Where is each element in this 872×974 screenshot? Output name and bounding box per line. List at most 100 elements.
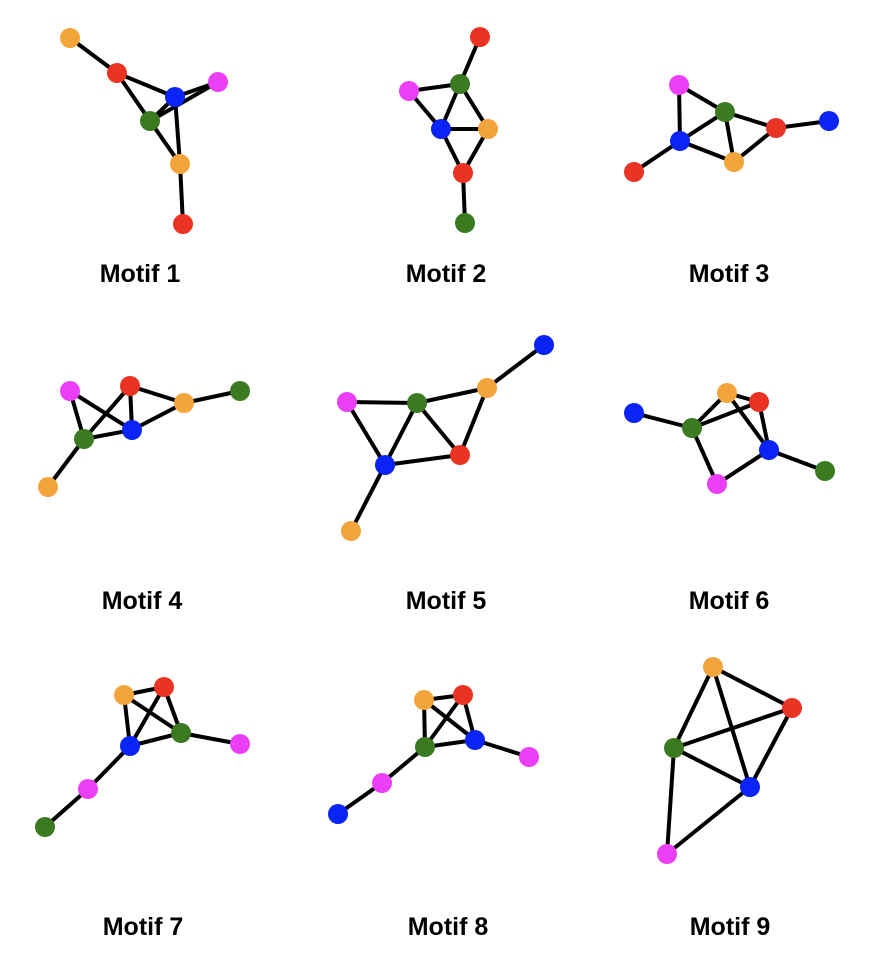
motif-5-node-1-blue <box>534 335 554 355</box>
motif-2-node-5-orange <box>478 119 498 139</box>
motif-1-nodes <box>60 28 228 234</box>
motif-9-label: Motif 9 <box>690 913 771 941</box>
motif-6-edge-3 <box>725 391 771 452</box>
motif-2-nodes <box>399 27 498 233</box>
motif-1-edge-9 <box>178 162 185 226</box>
motif-2-node-1-red <box>470 27 490 47</box>
motif-4-node-6-blue <box>122 420 142 440</box>
motif-8-label: Motif 8 <box>408 913 489 941</box>
motif-4-node-4-green <box>230 381 250 401</box>
motif-5-edge-6 <box>383 401 419 467</box>
motif-5-node-6-blue <box>375 455 395 475</box>
motif-1-node-7-red <box>173 214 193 234</box>
motif-5-node-3-pink <box>337 392 357 412</box>
motif-7-node-7-green <box>35 817 55 837</box>
motif-9-edge-6 <box>672 746 752 789</box>
motif-5-label: Motif 5 <box>406 587 487 615</box>
motif-panel-9: Motif 9 <box>657 657 802 941</box>
motif-panel-4: Motif 4 <box>38 376 250 615</box>
motif-4-edge-2 <box>68 389 134 432</box>
motif-7-edges <box>43 685 242 829</box>
motif-5-edge-7 <box>415 401 462 457</box>
motif-5-edge-5 <box>345 400 387 467</box>
motif-8-node-6-pink <box>372 773 392 793</box>
motif-4-node-3-orange <box>174 393 194 413</box>
motif-1-edges <box>68 36 220 226</box>
motif-9-node-2-red <box>782 698 802 718</box>
motif-7-label: Motif 7 <box>103 913 184 941</box>
motif-panel-2: Motif 2 <box>399 27 498 288</box>
motif-8-node-5-pink <box>519 747 539 767</box>
motif-3-node-4-blue <box>819 111 839 131</box>
motif-9-edge-4 <box>672 706 794 750</box>
motif-6-edge-4 <box>690 400 761 430</box>
motif-4-node-1-pink <box>60 381 80 401</box>
motif-6-node-4-green <box>682 418 702 438</box>
motif-panel-8: Motif 8 <box>328 685 539 941</box>
motif-5-node-5-red <box>450 445 470 465</box>
motif-9-edge-1 <box>711 665 794 710</box>
motif-4-label: Motif 4 <box>102 587 183 615</box>
motif-8-node-3-green <box>415 737 435 757</box>
motif-5-edge-2 <box>415 386 489 405</box>
motif-9-edge-7 <box>665 746 676 856</box>
motif-3-node-5-blue <box>670 131 690 151</box>
motif-2-node-2-green <box>450 74 470 94</box>
motif-5-edge-1 <box>485 343 546 390</box>
motif-5-edge-9 <box>349 463 387 533</box>
motif-9-node-3-green <box>664 738 684 758</box>
motif-9-edge-2 <box>672 665 715 750</box>
motif-6-edge-7 <box>690 426 719 486</box>
motif-7-edge-8 <box>86 744 132 791</box>
motif-8-node-4-blue <box>465 730 485 750</box>
motif-7-node-2-red <box>154 677 174 697</box>
motif-9-edge-8 <box>665 785 752 856</box>
motif-4-node-2-red <box>120 376 140 396</box>
motif-5-node-7-orange <box>341 521 361 541</box>
motif-8-node-2-red <box>453 685 473 705</box>
motif-2-node-4-blue <box>431 119 451 139</box>
motif-8-edges <box>336 693 531 816</box>
motif-9-nodes <box>657 657 802 864</box>
motif-6-node-2-red <box>749 392 769 412</box>
motif-9-node-5-pink <box>657 844 677 864</box>
motif-3-node-3-red <box>766 118 786 138</box>
motif-panel-5: Motif 5 <box>337 335 554 615</box>
motif-7-nodes <box>35 677 250 837</box>
motif-3-nodes <box>624 75 839 182</box>
motif-7-node-6-pink <box>78 779 98 799</box>
motif-7-edge-4 <box>128 685 166 748</box>
motif-6-node-3-blue <box>624 403 644 423</box>
motif-2-node-7-green <box>455 213 475 233</box>
motif-5-edge-3 <box>458 386 489 457</box>
motif-6-node-7-green <box>815 461 835 481</box>
motif-4-node-7-orange <box>38 477 58 497</box>
motif-9-edges <box>665 665 794 856</box>
motif-5-node-4-green <box>407 393 427 413</box>
motif-5-edge-8 <box>383 453 462 467</box>
motif-6-node-5-blue <box>759 440 779 460</box>
motif-panel-1: Motif 1 <box>60 28 228 288</box>
motif-8-edge-4 <box>423 693 465 749</box>
motif-1-edge-2 <box>115 71 177 99</box>
motif-6-edges <box>632 391 827 486</box>
motif-4-node-5-green <box>74 429 94 449</box>
motif-7-edge-7 <box>179 731 242 746</box>
motif-1-node-2-red <box>107 63 127 83</box>
motif-5-edges <box>345 343 546 533</box>
motif-3-node-7-red <box>624 162 644 182</box>
motif-1-edge-7 <box>173 95 182 166</box>
motif-panel-3: Motif 3 <box>624 75 839 288</box>
motif-8-node-7-blue <box>328 804 348 824</box>
motif-5-node-2-orange <box>477 378 497 398</box>
motif-6-node-6-pink <box>707 474 727 494</box>
motif-7-node-4-pink <box>230 734 250 754</box>
motif-7-node-5-blue <box>120 736 140 756</box>
motif-1-node-3-blue <box>165 87 185 107</box>
motif-4-nodes <box>38 376 250 497</box>
motif-3-node-1-pink <box>669 75 689 95</box>
motif-3-label: Motif 3 <box>689 260 770 288</box>
motif-5-nodes <box>337 335 554 541</box>
motif-panel-7: Motif 7 <box>35 677 250 941</box>
